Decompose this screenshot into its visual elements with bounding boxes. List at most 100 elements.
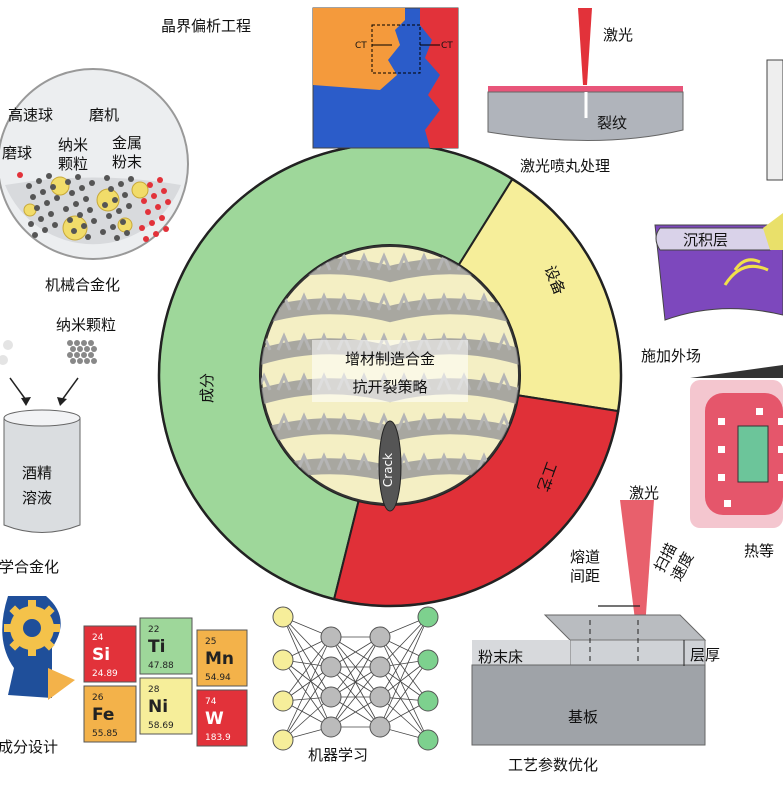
ring-label-composition: 成分	[198, 373, 216, 403]
mill-particle	[157, 177, 163, 183]
mill-ball	[131, 181, 149, 199]
element-number: 26	[92, 693, 104, 703]
nn-edge	[379, 659, 429, 728]
substrate-block	[471, 664, 706, 746]
mill-particle	[26, 183, 32, 189]
nn-edge	[282, 616, 332, 728]
mill-particle	[71, 228, 77, 234]
text-line: 颗粒	[58, 155, 88, 173]
mill-particle	[75, 174, 81, 180]
mill-particle	[151, 193, 157, 199]
mechanical-alloying-label: 机械合金化	[45, 276, 120, 294]
neural-net-nodes	[272, 606, 439, 751]
mill-particle	[81, 223, 87, 229]
element-number: 24	[92, 633, 104, 643]
process-optimization-label: 工艺参数优化	[508, 756, 598, 774]
nn-node	[272, 606, 294, 628]
nn-node	[369, 626, 391, 648]
brain-gear-hub	[23, 619, 41, 637]
nano-particle-cluster	[67, 340, 97, 364]
dendrite-branch	[396, 252, 412, 271]
mill-particle	[155, 204, 161, 210]
heat-ports	[718, 408, 783, 507]
field-source	[763, 213, 783, 250]
dendrite-branch	[476, 372, 492, 391]
speech-wedge	[48, 668, 75, 700]
dendrite-branch	[476, 292, 492, 311]
dendrite-branch	[296, 292, 312, 311]
panel-composition-design: 24Si24.8922Ti47.8825Mn54.9426Fe55.8528Ni…	[0, 596, 248, 756]
mill-particle	[102, 202, 108, 208]
ct-tag-right: CT	[441, 41, 453, 51]
heat-specimen	[737, 425, 769, 483]
mill-particle	[34, 205, 40, 211]
mill-particle	[36, 178, 42, 184]
dendrite-branch	[396, 292, 412, 311]
text-line: 纳米	[58, 136, 88, 154]
mill-nano-label: 纳米颗粒	[58, 136, 88, 173]
nn-edge	[282, 616, 332, 668]
nn-edge	[379, 636, 429, 702]
element-symbol: Si	[92, 645, 110, 665]
mill-particle	[30, 194, 36, 200]
nn-edge	[379, 666, 429, 741]
center-title-line1: 增材制造合金	[345, 350, 435, 368]
mill-metal-label: 金属粉末	[112, 134, 142, 171]
mill-particle	[118, 181, 124, 187]
panel-process-optimization: 激光 熔道间距 扫描速度 粉末床 层厚 基板 工艺参数优化	[471, 484, 720, 774]
dendrite-branch	[356, 412, 372, 431]
element-symbol: Ni	[148, 697, 168, 717]
nano-particle	[77, 346, 83, 352]
dendrite-branch	[456, 292, 472, 311]
nn-edge	[379, 696, 429, 741]
nano-particle	[81, 340, 87, 346]
mill-particle	[44, 200, 50, 206]
panel-mechanical-alloying: 高速球 磨机 磨球 纳米颗粒 金属粉末 机械合金化	[0, 68, 189, 294]
nano-particle	[84, 346, 90, 352]
mill-particle	[163, 226, 169, 232]
nn-edge	[379, 616, 429, 698]
heat-panel-top	[690, 365, 783, 378]
center-title-line2: 抗开裂策略	[352, 378, 427, 396]
mill-particle	[104, 175, 110, 181]
element-mass: 55.85	[92, 729, 118, 739]
mill-particle	[79, 185, 85, 191]
beaker-label-l2: 溶液	[22, 489, 52, 507]
panel-chemical-alloying: 纳米颗粒 酒精 溶液 化学合金化	[0, 316, 116, 576]
heat-port	[724, 500, 731, 507]
composition-design-label: 成分设计	[0, 738, 58, 756]
mill-particle	[139, 225, 145, 231]
element-cell	[196, 689, 248, 747]
peening-laser-beam	[578, 8, 592, 85]
heat-port	[778, 474, 783, 481]
nano-particle	[81, 352, 87, 358]
element-number: 25	[205, 637, 216, 647]
ct-box	[371, 24, 421, 74]
mill-particle	[85, 234, 91, 240]
machine-learning-label: 机器学习	[308, 746, 368, 764]
dendrite-branch	[276, 412, 292, 431]
dendrite-branch	[316, 412, 332, 431]
element-symbol: W	[205, 709, 224, 729]
nn-edge	[330, 636, 381, 728]
crack-shape	[378, 420, 402, 512]
dendrite-branch	[296, 332, 312, 351]
chem-arrow-right-head	[57, 397, 67, 406]
element-cell	[139, 677, 193, 735]
laser-peening-label: 激光喷丸处理	[520, 157, 610, 175]
nn-edge	[282, 636, 332, 741]
heat-port	[778, 446, 783, 453]
scan-speed-label: 扫描速度	[651, 540, 698, 584]
dendrite-branch	[456, 452, 472, 471]
chemical-alloying-label: 化学合金化	[0, 558, 59, 576]
heat-port	[778, 418, 783, 425]
dendrite-branch	[261, 372, 272, 391]
powder-dot	[0, 355, 8, 365]
deposit-layer-label: 沉积层	[683, 231, 728, 249]
dendrite-branch	[296, 412, 312, 431]
mill-particle	[48, 211, 54, 217]
heat-port	[718, 446, 725, 453]
layer-thickness-label: 层厚	[690, 646, 720, 664]
nn-edge	[282, 696, 332, 741]
mill-particle	[50, 184, 56, 190]
